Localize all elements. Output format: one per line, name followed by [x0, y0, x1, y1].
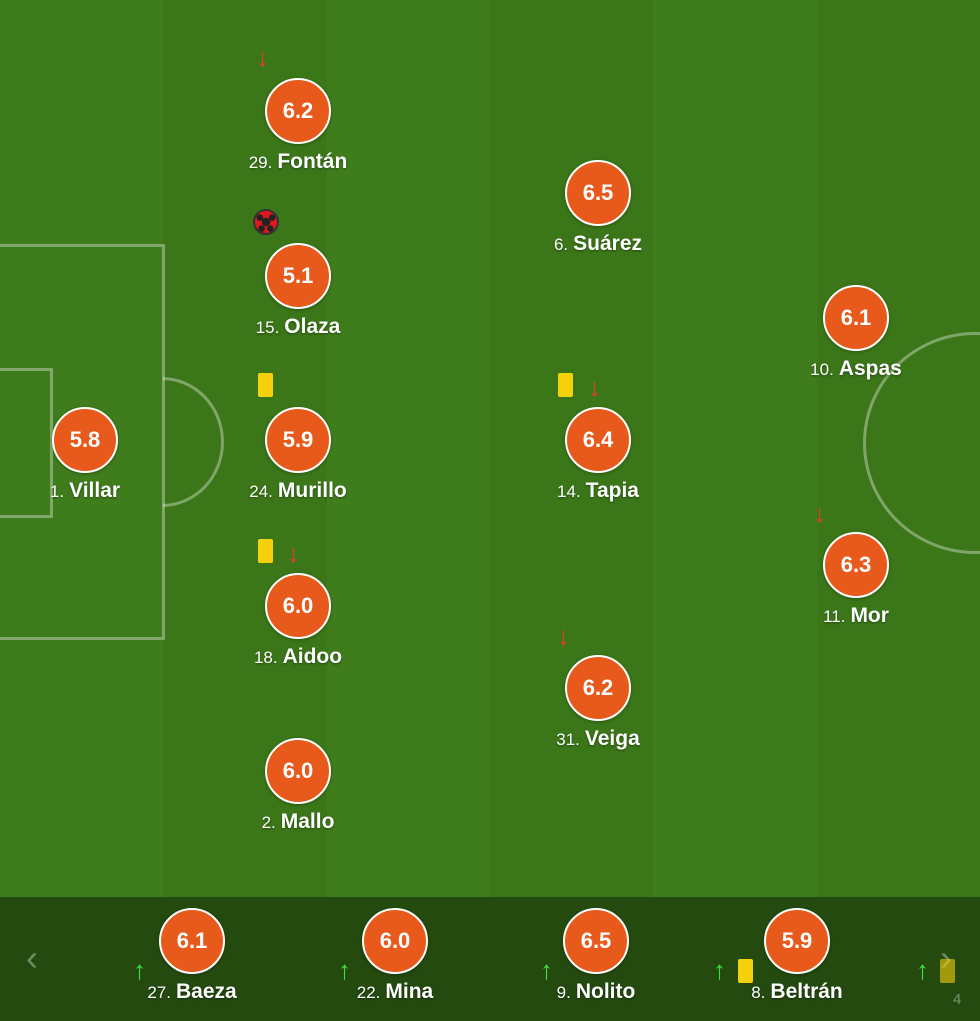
player-number: 15.	[255, 318, 280, 337]
pitch: ↓ ↓ ↓ ↓ ↓ 6.2 29.Fontán 5.1 15.Olaza 5.9…	[0, 0, 980, 897]
player-card[interactable]: 6.0 18.Aidoo	[188, 573, 408, 669]
player-name-text: Murillo	[277, 479, 347, 502]
player-rating: 5.9	[265, 407, 331, 473]
sub-in-icon: ↑	[713, 955, 726, 985]
sub-out-icon: ↓	[588, 372, 601, 402]
yellow-card-icon	[940, 959, 955, 983]
player-name: 6.Suárez	[488, 232, 708, 256]
player-name: 15.Olaza	[188, 315, 408, 339]
player-rating: 6.1	[823, 285, 889, 351]
sub-in-icon: ↑	[540, 955, 553, 985]
player-name-text: Mor	[850, 604, 889, 627]
player-card[interactable]: 6.4 14.Tapia	[488, 407, 708, 503]
player-number: 9.	[556, 983, 571, 1002]
player-name: 8.Beltrán	[687, 980, 907, 1004]
player-number: 2.	[261, 813, 276, 832]
player-number: 31.	[556, 730, 580, 749]
player-rating: 6.0	[265, 573, 331, 639]
substitute-card[interactable]: 6.1 27.Baeza	[82, 908, 302, 1004]
player-number: 24.	[249, 482, 273, 501]
player-card[interactable]: 6.0 2.Mallo	[188, 738, 408, 834]
player-name: 29.Fontán	[188, 150, 408, 174]
player-number: 8.	[751, 983, 766, 1002]
sub-out-icon: ↓	[557, 621, 570, 651]
player-rating: 6.3	[823, 532, 889, 598]
substitute-card[interactable]: 6.5 9.Nolito	[486, 908, 706, 1004]
player-card[interactable]: 5.8 1.Villar	[0, 407, 195, 503]
player-name: 18.Aidoo	[188, 645, 408, 669]
player-name: 14.Tapia	[488, 479, 708, 503]
player-rating: 6.5	[565, 160, 631, 226]
player-rating: 6.5	[563, 908, 629, 974]
player-number: 22.	[356, 983, 381, 1002]
player-name: 31.Veiga	[488, 727, 708, 751]
sub-out-icon: ↓	[287, 538, 300, 568]
player-number: 29.	[248, 153, 273, 172]
player-name: 2.Mallo	[188, 810, 408, 834]
player-name-text: Fontán	[277, 150, 348, 173]
sub-in-icon: ↑	[916, 955, 929, 985]
player-name-text: Villar	[69, 479, 121, 502]
player-name-text: Aspas	[838, 357, 902, 380]
player-number: 10.	[810, 360, 834, 379]
partial-sub-number: 4	[953, 991, 962, 1008]
player-card[interactable]: 6.3 11.Mor	[746, 532, 966, 628]
yellow-card-icon	[558, 373, 573, 397]
substitute-card[interactable]: 5.9 8.Beltrán	[687, 908, 907, 1004]
player-card[interactable]: 6.2 31.Veiga	[488, 655, 708, 751]
player-name: 1.Villar	[0, 479, 195, 503]
player-name-text: Nolito	[575, 980, 636, 1003]
player-name: 9.Nolito	[486, 980, 706, 1004]
player-name: 22.Mina	[285, 980, 505, 1004]
player-name: 27.Baeza	[82, 980, 302, 1004]
player-rating: 6.1	[159, 908, 225, 974]
player-number: 11.	[823, 607, 846, 626]
player-rating: 5.8	[52, 407, 118, 473]
player-number: 27.	[147, 983, 171, 1002]
sub-in-icon: ↑	[338, 955, 351, 985]
prev-arrow-icon[interactable]: ‹	[26, 937, 38, 978]
player-card[interactable]: 6.5 6.Suárez	[488, 160, 708, 256]
player-card[interactable]: 5.1 15.Olaza	[188, 243, 408, 339]
player-rating: 6.0	[265, 738, 331, 804]
player-name-text: Beltrán	[770, 980, 843, 1003]
player-name: 10.Aspas	[746, 357, 966, 381]
player-name-text: Mallo	[280, 810, 335, 833]
player-rating: 5.1	[265, 243, 331, 309]
yellow-card-icon	[258, 539, 273, 563]
yellow-card-icon	[738, 959, 753, 983]
player-number: 6.	[553, 235, 569, 254]
goal-ball-icon	[253, 209, 279, 235]
player-card[interactable]: 6.2 29.Fontán	[188, 78, 408, 174]
player-name-text: Aidoo	[282, 645, 343, 668]
player-name-text: Tapia	[585, 479, 639, 502]
player-rating: 5.9	[764, 908, 830, 974]
substitute-card[interactable]: 6.0 22.Mina	[285, 908, 505, 1004]
goal-area	[0, 368, 53, 518]
sub-out-icon: ↓	[256, 42, 269, 72]
player-card[interactable]: 6.1 10.Aspas	[746, 285, 966, 381]
player-name-text: Olaza	[284, 315, 341, 338]
player-rating: 6.2	[565, 655, 631, 721]
substitutes-bar: ‹ › ↑ ↑ ↑ ↑ ↑ 4 6.1 27.Baeza 6.0 22.Mina…	[0, 897, 980, 1021]
player-name-text: Baeza	[175, 980, 237, 1003]
player-name-text: Mina	[385, 980, 434, 1003]
player-number: 14.	[557, 482, 581, 501]
player-name-text: Suárez	[573, 232, 643, 255]
sub-in-icon: ↑	[133, 955, 146, 985]
yellow-card-icon	[258, 373, 273, 397]
player-name: 24.Murillo	[188, 479, 408, 503]
sub-out-icon: ↓	[813, 498, 826, 528]
player-card[interactable]: 5.9 24.Murillo	[188, 407, 408, 503]
player-rating: 6.2	[265, 78, 331, 144]
player-rating: 6.4	[565, 407, 631, 473]
player-number: 18.	[253, 648, 278, 667]
player-name: 11.Mor	[746, 604, 966, 628]
player-name-text: Veiga	[584, 727, 640, 750]
player-rating: 6.0	[362, 908, 428, 974]
player-number: 1.	[49, 482, 65, 501]
